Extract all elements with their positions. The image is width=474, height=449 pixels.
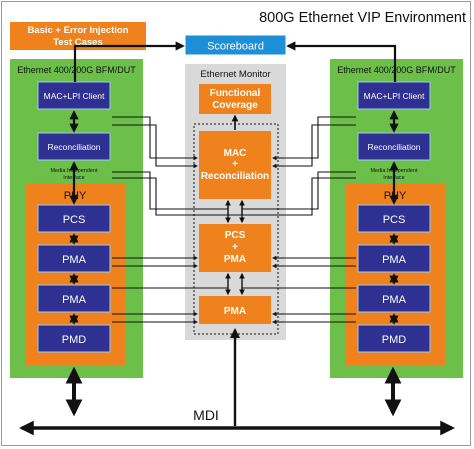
right-bfm-title: Ethernet 400/200G BFM/DUT [337,65,456,75]
left-mac-client-label: MAC+LPI Client [44,91,105,101]
right-pmd-box [357,324,431,353]
monitor-title: Ethernet Monitor [200,69,270,80]
left-pma2-label: PMA [62,294,87,306]
left-pmd-label: PMD [62,334,87,346]
mac-reconciliation-box [199,131,271,199]
right-pma1-box [357,244,431,273]
scoreboard-box: Scoreboard [184,34,287,56]
left-reconciliation-box [37,132,111,161]
pcs-pma-line3: PMA [224,254,246,265]
scoreboard-connections [73,41,397,82]
right-phy-label: PHY [384,190,407,202]
right-monitor-links [228,116,356,325]
left-pma1-label: PMA [62,254,87,266]
left-monitor-links [112,116,243,325]
monitor-pma-box [199,296,271,324]
right-reconciliation-box [357,132,431,161]
right-mac-client-label: MAC+LPI Client [364,91,425,101]
scoreboard-label: Scoreboard [207,41,264,53]
mdi-label: MDI [193,407,219,423]
left-pma1-box [37,244,111,273]
left-phy-label: PHY [64,190,87,202]
functional-coverage-line2: Coverage [212,100,258,111]
right-pcs-label: PCS [383,214,406,226]
test-cases-label-line2: Test Cases [53,37,102,48]
right-pma1-label: PMA [382,254,407,266]
mac-reconciliation-line2: + [232,159,238,170]
right-pma2-box [357,284,431,313]
left-bfm-title: Ethernet 400/200G BFM/DUT [17,65,136,75]
left-reconciliation-label: Reconciliation [48,142,101,152]
right-pcs-box [357,204,431,233]
right-pmd-label: PMD [382,334,407,346]
functional-coverage-line1: Functional [210,88,261,99]
left-pmd-box [37,324,111,353]
pcs-pma-line2: + [232,242,238,253]
functional-coverage-box [199,84,271,114]
monitor-pma-label: PMA [224,306,246,317]
right-pma2-label: PMA [382,294,407,306]
left-pcs-label: PCS [63,214,86,226]
test-cases-label-line1: Basic + Error Injection [27,25,128,36]
mac-reconciliation-line1: MAC [224,148,247,159]
diagram-title: 800G Ethernet VIP Environment [259,10,466,26]
pcs-pma-box [199,224,271,272]
pcs-pma-line1: PCS [225,230,246,241]
left-mac-client-box [37,81,111,110]
right-reconciliation-label: Reconciliation [368,142,421,152]
left-pma2-box [37,284,111,313]
right-mac-client-box [357,81,431,110]
mac-reconciliation-line3: Reconciliation [201,171,269,182]
left-pcs-box [37,204,111,233]
